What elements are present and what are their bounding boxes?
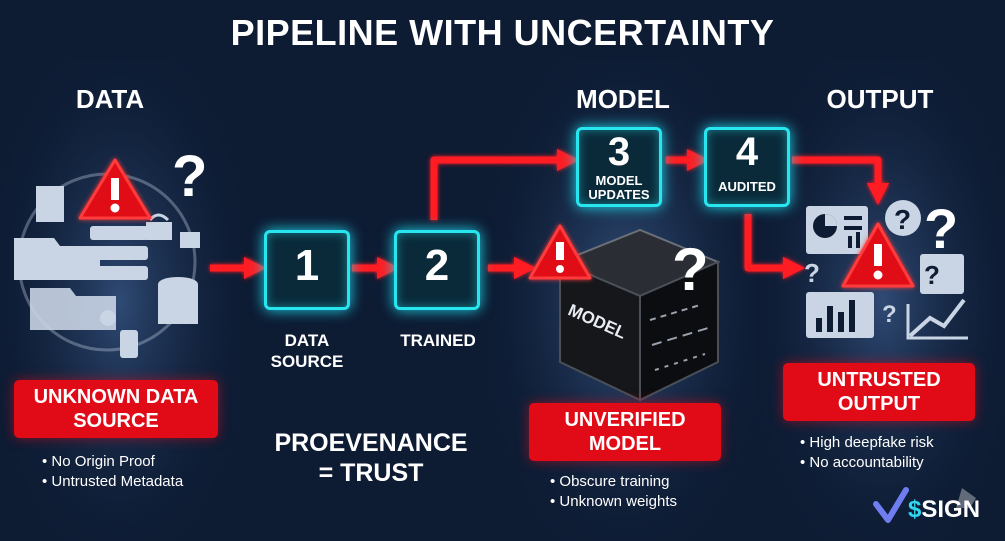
step-node-number: 1: [294, 241, 320, 290]
output-status-badge: UNTRUSTED OUTPUT: [783, 363, 975, 421]
data-warning-icon: [78, 158, 152, 220]
step-node-3: 3 MODEL UPDATES: [576, 127, 662, 207]
column-heading-output: OUTPUT: [826, 84, 934, 114]
step-node-1: 1: [264, 230, 350, 310]
arrow-2-to-3: [430, 148, 580, 220]
output-small-question-icon: ?: [894, 204, 911, 235]
flow-arrows: [210, 148, 890, 280]
slogan: PROEVENANCE = TRUST: [262, 428, 480, 488]
column-heading-data: DATA: [75, 84, 145, 114]
step-node-number: 3: [607, 130, 631, 174]
output-question-icon: ?: [924, 197, 958, 260]
step-node-number: 4: [735, 130, 759, 174]
output-doc-question-icon: ?: [924, 260, 940, 290]
list-item: Unknown weights: [550, 492, 677, 512]
arrow-model-to-output: [744, 214, 806, 280]
model-status-badge: UNVERIFIED MODEL: [529, 403, 721, 461]
data-bullet-list: No Origin Proof Untrusted Metadata: [42, 452, 183, 492]
step-node-sublabel: AUDITED: [718, 179, 776, 194]
step-node-4: 4 AUDITED: [704, 127, 790, 207]
step-1-caption: DATA SOURCE: [270, 331, 344, 371]
output-cluster-icon: [806, 200, 968, 340]
list-item: Untrusted Metadata: [42, 472, 183, 492]
step-node-sublabel: MODEL UPDATES: [588, 173, 650, 202]
step-node-number: 2: [424, 241, 450, 290]
data-question-icon: ?: [172, 144, 207, 209]
model-warning-icon: [528, 224, 592, 280]
model-bullet-list: Obscure training Unknown weights: [550, 472, 677, 512]
output-mini-question-icon: ?: [882, 301, 897, 328]
brand-logo: $SIGN: [908, 496, 980, 524]
list-item: High deepfake risk: [800, 433, 933, 453]
output-side-question-icon: ?: [804, 258, 820, 288]
slogan-line-1: PROEVENANCE: [274, 429, 468, 457]
model-question-icon: ?: [672, 236, 709, 303]
page-title: PIPELINE WITH UNCERTAINTY: [230, 12, 775, 53]
column-heading-model: MODEL: [576, 84, 670, 114]
arrow-4-to-output: [792, 156, 890, 206]
data-status-badge: UNKNOWN DATA SOURCE: [14, 380, 218, 438]
logo-wordmark: SIGN: [921, 496, 981, 523]
model-cube-icon: [557, 228, 721, 402]
output-bullet-list: High deepfake risk No accountability: [800, 433, 934, 473]
logo-check-icon: [873, 487, 976, 523]
data-cluster-icon: [14, 172, 200, 358]
output-warning-icon: [841, 222, 915, 288]
list-item: No accountability: [800, 453, 934, 473]
logo-symbol: $: [908, 496, 922, 523]
slogan-line-2: = TRUST: [318, 459, 424, 487]
step-node-2: 2: [394, 230, 480, 310]
list-item: No Origin Proof: [42, 452, 183, 472]
list-item: Obscure training: [550, 472, 677, 492]
step-2-caption: TRAINED: [400, 331, 476, 350]
